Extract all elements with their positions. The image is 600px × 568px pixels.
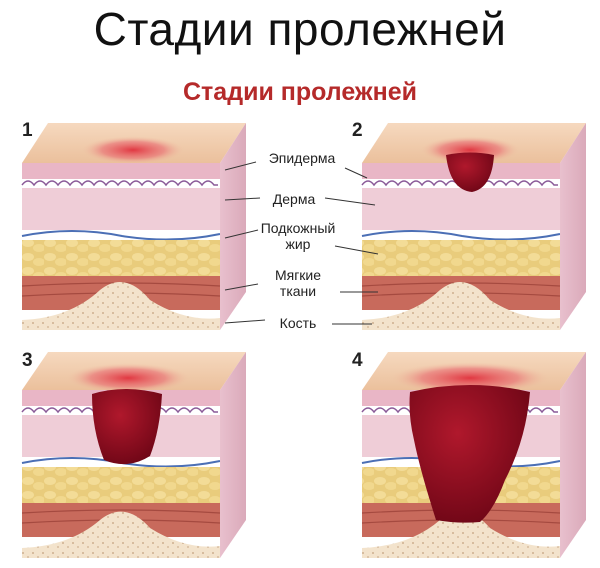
skin-redness <box>81 136 185 164</box>
bone-layer <box>22 282 220 330</box>
label-line: ткани <box>279 283 317 299</box>
epidermis-layer <box>22 163 220 179</box>
diagram-subtitle: Стадии пролежней <box>183 78 417 106</box>
label-dermis: Дерма <box>272 191 316 207</box>
stage-number: 1 <box>22 120 33 141</box>
stage-3-block <box>21 352 246 558</box>
stage-2-block <box>361 123 586 330</box>
page-title: Стадии пролежней <box>93 3 507 55</box>
stage-number: 3 <box>22 350 33 371</box>
fat-layer <box>22 240 220 276</box>
dermis-layer <box>22 188 220 230</box>
label-line: Мягкие <box>274 267 322 283</box>
label-line: Подкожный <box>260 220 336 236</box>
label-epidermis: Эпидерма <box>268 150 336 166</box>
stage-1-block <box>21 123 246 330</box>
stage-number: 4 <box>352 350 363 371</box>
label-subcutaneous-fat: Подкожный жир <box>252 220 344 252</box>
ulcer-wound <box>446 152 494 192</box>
stage-4-block <box>361 352 586 558</box>
label-leader-lines <box>224 161 379 325</box>
label-line: жир <box>285 236 311 252</box>
label-soft-tissue: Мягкие ткани <box>258 267 338 299</box>
label-bone: Кость <box>279 315 317 331</box>
stage-number: 2 <box>352 120 363 141</box>
